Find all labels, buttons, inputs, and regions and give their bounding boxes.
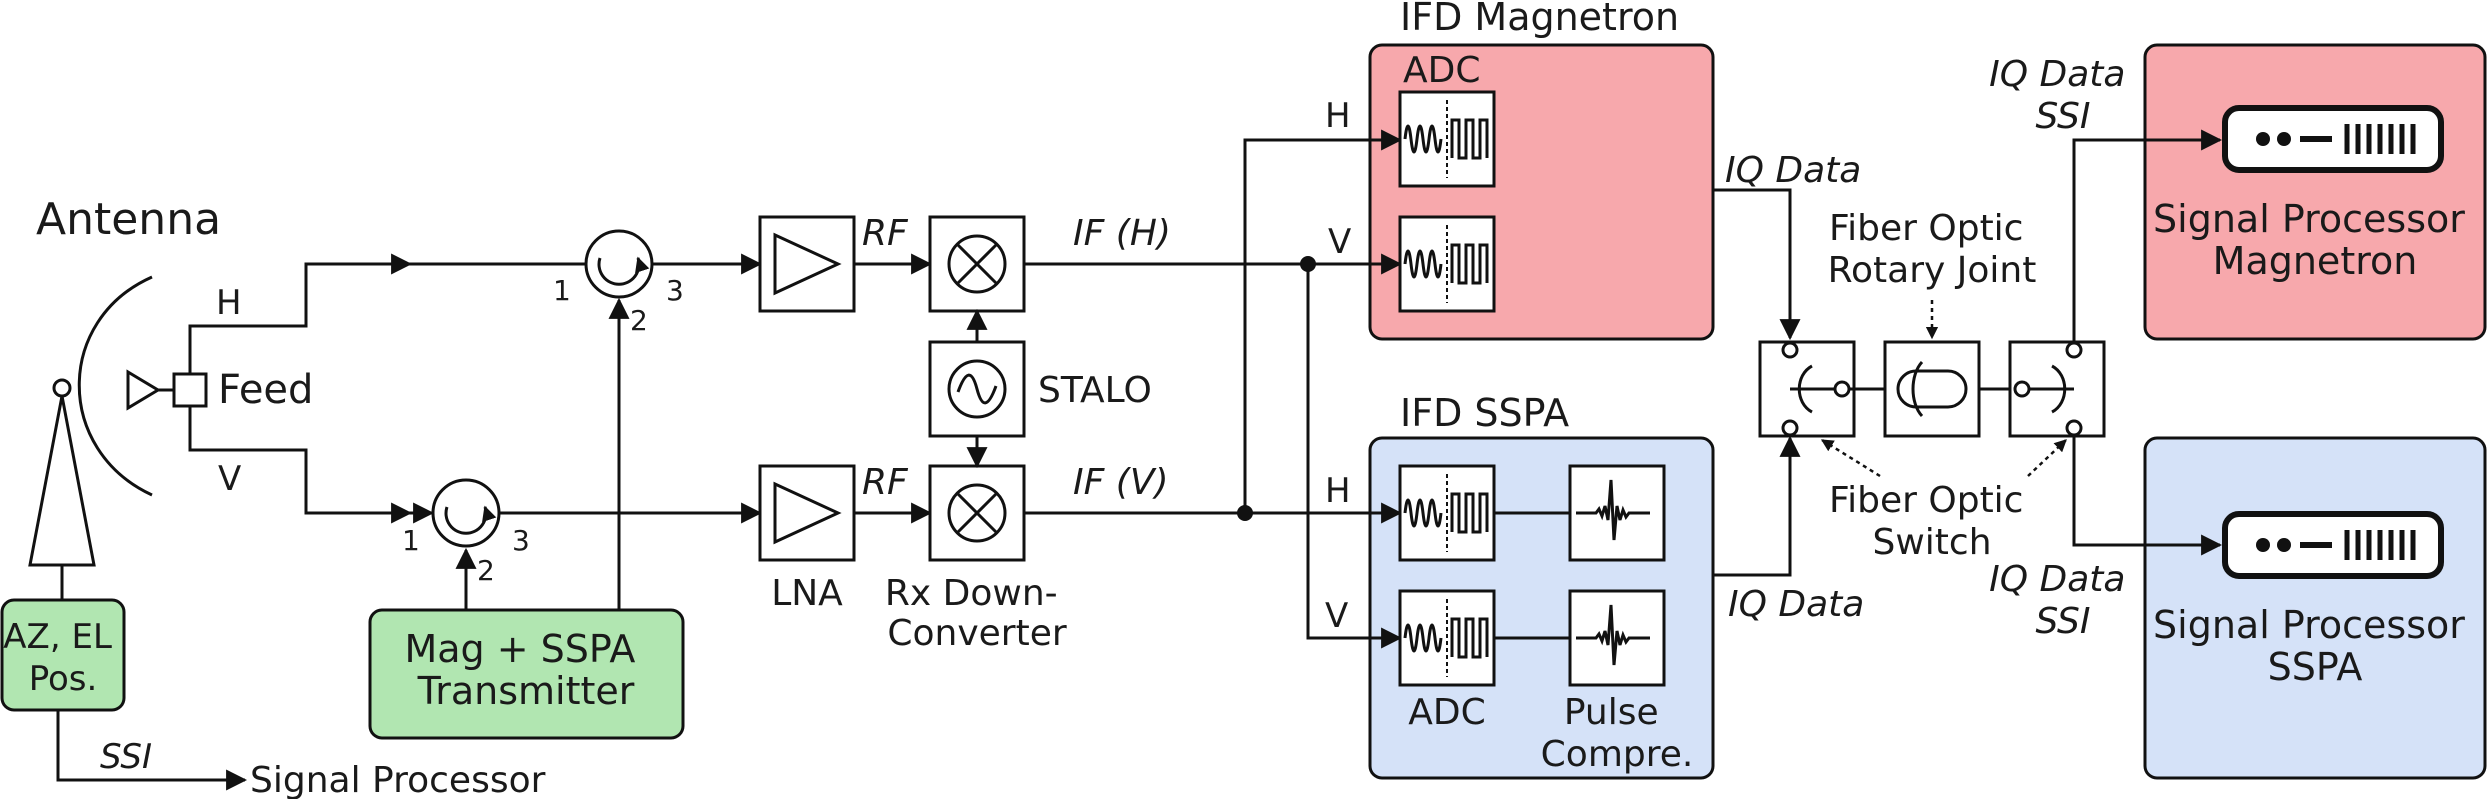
adc-icon (1398, 464, 1496, 562)
circulator-icon (431, 478, 501, 548)
mixer-icon (928, 215, 1026, 313)
signal-processor-sspa-label: Signal Processor SSPA (2153, 603, 2477, 689)
iq-data-bot-label: IQ Data (1728, 584, 1864, 625)
iq-ssi-bot-label: IQ Data SSI (1989, 559, 2137, 642)
fiber-switch-icon (1758, 340, 1856, 438)
feed-v-label: V (218, 459, 241, 499)
split-v-bot-label: V (1325, 596, 1348, 636)
antenna-label: Antenna (36, 194, 221, 245)
port-3-bot-label: 3 (512, 524, 530, 557)
adc-icon (1398, 589, 1496, 687)
transmitter-label: Mag + SSPA Transmitter (404, 627, 647, 713)
split-h-top-label: H (1325, 96, 1351, 136)
rotary-joint-icon (1883, 340, 1981, 438)
feed-h-label: H (216, 283, 242, 323)
adc-icon (1398, 90, 1496, 188)
server-icon (2222, 105, 2444, 173)
circulator-icon (584, 229, 654, 299)
signal-processor-magnetron-box (2143, 43, 2487, 341)
rf-bot-label: RF (862, 462, 909, 503)
ifd-magnetron-title: IFD Magnetron (1400, 0, 1679, 39)
pulse-compre-label: Pulse Compre. (1541, 692, 1694, 775)
if-v-label: IF (V) (1073, 462, 1168, 503)
signal-processor-magnetron-label: Signal Processor Magnetron (2153, 197, 2477, 283)
port-1-top-label: 1 (553, 274, 571, 307)
oscillator-icon (928, 340, 1026, 438)
mixer-icon (928, 464, 1026, 562)
adc-top-label: ADC (1403, 50, 1480, 91)
pulse-compression-icon (1568, 464, 1666, 562)
server-icon (2222, 511, 2444, 579)
ifd-sspa-title: IFD SSPA (1400, 391, 1569, 435)
antenna-icon (28, 275, 208, 600)
port-2-bot-label: 2 (477, 554, 495, 587)
fiber-optic-switch-label: Fiber Optic Switch (1829, 480, 2035, 563)
iq-ssi-top-label: IQ Data SSI (1989, 54, 2137, 137)
port-2-top-label: 2 (630, 304, 648, 337)
amplifier-icon (758, 215, 856, 313)
fiber-switch-icon (2008, 340, 2106, 438)
lna-label: LNA (771, 573, 843, 614)
iq-data-top-label: IQ Data (1725, 150, 1861, 191)
adc-bot-label: ADC (1408, 692, 1485, 733)
port-3-top-label: 3 (666, 274, 684, 307)
ssi-label: SSI (100, 737, 152, 777)
if-h-label: IF (H) (1073, 213, 1171, 254)
adc-icon (1398, 215, 1496, 313)
az-el-label: AZ, EL Pos. (3, 617, 122, 699)
port-1-bot-label: 1 (402, 524, 420, 557)
rx-downconverter-label: Rx Down- Converter (885, 573, 1069, 654)
fiber-optic-rotary-joint-label: Fiber Optic Rotary Joint (1828, 208, 2037, 291)
stalo-label: STALO (1038, 370, 1152, 411)
signal-processor-label: Signal Processor (250, 760, 546, 799)
transmitter-box (368, 608, 685, 740)
pulse-compression-icon (1568, 589, 1666, 687)
feed-label: Feed (218, 367, 313, 413)
split-h-bot-label: H (1325, 471, 1351, 511)
split-v-top-label: V (1328, 222, 1351, 262)
amplifier-icon (758, 464, 856, 562)
rf-top-label: RF (862, 213, 909, 254)
